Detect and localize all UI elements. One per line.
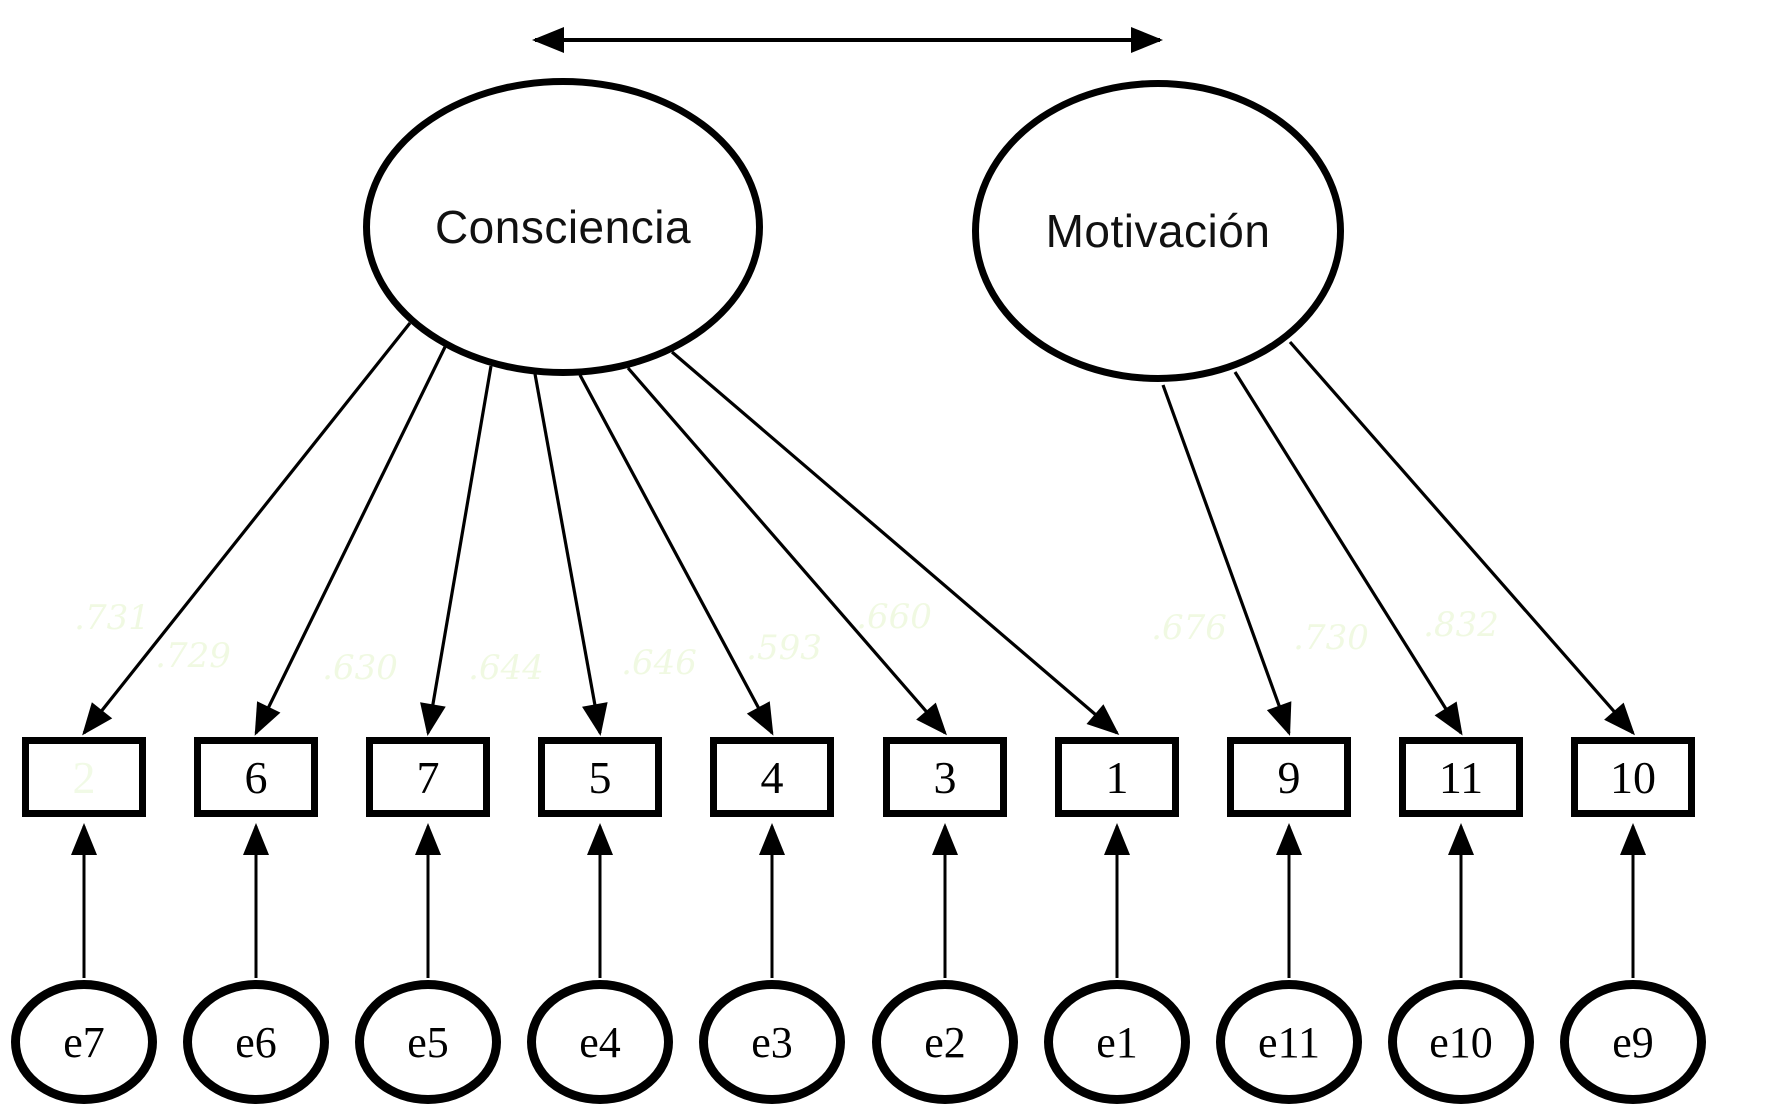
indicator-label: 9	[1277, 751, 1301, 803]
latent-ellipse-motivacion: Motivación	[972, 80, 1344, 382]
latent-label-consciencia: Consciencia	[434, 201, 692, 253]
loading-value-646: .646	[621, 643, 697, 683]
path-consciencia-ind-2	[82, 322, 412, 736]
error-ellipse-e3: e3	[699, 980, 845, 1104]
indicator-rect-10: 10	[1571, 737, 1695, 817]
error-ellipse-e10: e10	[1388, 980, 1534, 1104]
error-ellipse-e9: e9	[1560, 980, 1706, 1104]
indicator-rect-6: 6	[194, 737, 318, 817]
loading-value-593: .593	[746, 628, 822, 668]
error-label: e11	[1258, 1017, 1320, 1067]
error-ellipse-e5: e5	[355, 980, 501, 1104]
loading-value-630: .630	[322, 648, 398, 688]
error-label: e10	[1429, 1017, 1493, 1067]
loading-value-644: .644	[468, 648, 544, 688]
error-label: e5	[407, 1017, 449, 1067]
loading-value-729: .729	[155, 636, 231, 676]
loading-value-832: .832	[1423, 605, 1499, 645]
error-label: e2	[924, 1017, 966, 1067]
indicator-label: 3	[933, 751, 957, 803]
indicator-rect-11: 11	[1399, 737, 1523, 817]
error-label: e3	[751, 1017, 793, 1067]
path-consciencia-ind-7	[420, 365, 493, 736]
error-ellipse-e1: e1	[1044, 980, 1190, 1104]
error-label: e4	[579, 1017, 621, 1067]
loading-value-730: .730	[1293, 618, 1369, 658]
indicator-label: 11	[1438, 751, 1484, 803]
indicator-rect-2: 2	[22, 737, 146, 817]
indicator-rect-5: 5	[538, 737, 662, 817]
path-consciencia-ind-1	[670, 350, 1120, 735]
error-ellipse-e2: e2	[872, 980, 1018, 1104]
error-ellipse-e4: e4	[527, 980, 673, 1104]
error-label: e7	[63, 1017, 105, 1067]
indicator-rect-1: 1	[1055, 737, 1179, 817]
error-ellipse-e11: e11	[1216, 980, 1362, 1104]
indicator-rect-9: 9	[1227, 737, 1351, 817]
path-consciencia-ind-5	[533, 373, 608, 736]
indicator-label: 4	[760, 751, 784, 803]
error-ellipse-e6: e6	[183, 980, 329, 1104]
path-consciencia-ind-4	[578, 374, 774, 736]
path-consciencia-ind-3	[626, 366, 947, 736]
latent-ellipse-consciencia: Consciencia	[363, 78, 763, 376]
path-motivacion-ind-9	[1161, 384, 1292, 736]
indicator-rect-7: 7	[366, 737, 490, 817]
error-label: e6	[235, 1017, 277, 1067]
path-motivacion-ind-10	[1288, 340, 1635, 736]
indicator-label: 10	[1610, 751, 1656, 803]
loading-value-676: .676	[1151, 608, 1227, 648]
loading-value-660: .660	[856, 597, 932, 637]
error-label: e9	[1612, 1017, 1654, 1067]
path-consciencia-ind-6	[254, 346, 447, 736]
indicator-label: 2	[72, 751, 96, 803]
indicator-label: 5	[588, 751, 612, 803]
path-motivacion-ind-11	[1233, 371, 1463, 736]
error-label: e1	[1096, 1017, 1138, 1067]
indicator-label: 1	[1105, 751, 1129, 803]
loading-value-731: .731	[74, 598, 150, 638]
indicator-rect-4: 4	[710, 737, 834, 817]
indicator-rect-3: 3	[883, 737, 1007, 817]
error-ellipse-e7: e7	[11, 980, 157, 1104]
latent-label-motivacion: Motivación	[1045, 205, 1271, 257]
indicator-label: 7	[416, 751, 440, 803]
indicator-label: 6	[244, 751, 268, 803]
